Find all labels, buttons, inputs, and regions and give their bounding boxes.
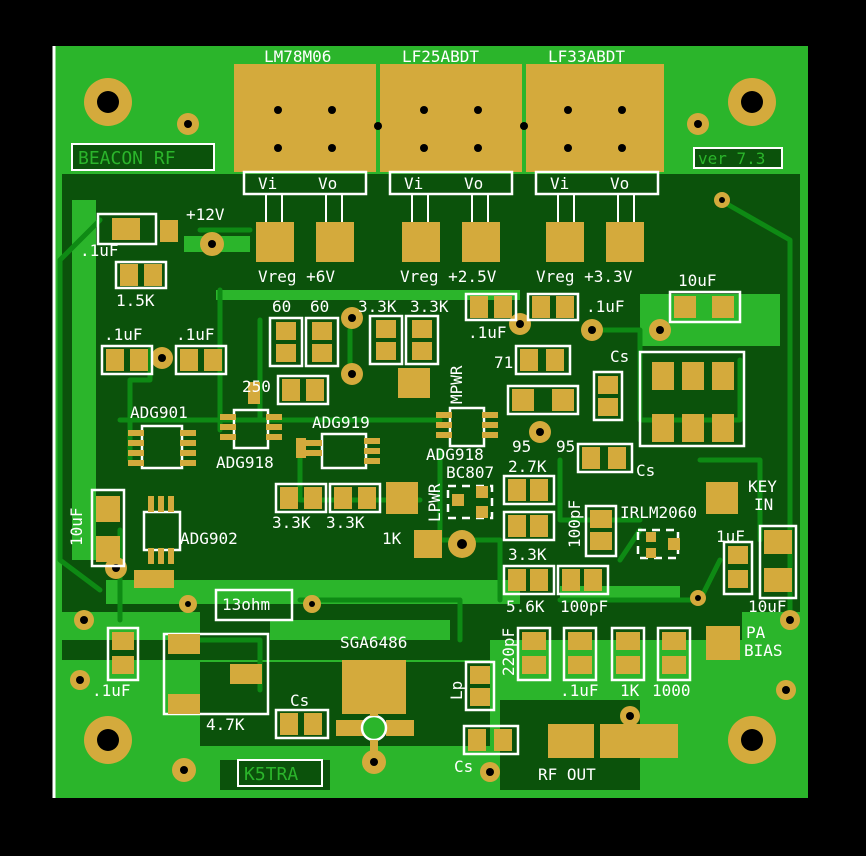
c-01uf-c-label: .1uF [586,297,625,316]
vreg1-label: Vreg +6V [258,267,335,286]
reg2-label: LF25ABDT [402,47,479,66]
r60a-label: 60 [272,297,291,316]
mpwr-label: MPWR [447,365,466,404]
cs-a-label: Cs [610,347,629,366]
key-label: KEY [748,477,777,496]
c-100pf-a-label: 100pF [565,500,584,548]
board-title: BEACON RF [78,148,176,169]
r33k-e-label: 3.3K [508,545,547,564]
c-01uf-a-label: .1uF [80,241,119,260]
c-1uf-label: 1uF [716,527,745,546]
vreg2-label: Vreg +2.5V [400,267,497,286]
r33k-a-label: 3.3K [358,297,397,316]
r33k-d-label: 3.3K [326,513,365,532]
cs-b-label: Cs [636,461,655,480]
c-100pf-b-label: 100pF [560,597,608,616]
reg3-label: LF33ABDT [548,47,625,66]
c-1000-label: 1000 [652,681,691,700]
adg919-label: ADG919 [312,413,370,432]
vi-2: Vi [404,174,423,193]
c-01uf-f-label: .1uF [560,681,599,700]
rf-out-label: RF OUT [538,765,596,784]
plus12v-label: +12V [186,205,225,224]
c-10uf-c-label: 10uF [748,597,787,616]
lp-label: Lp [447,681,466,700]
adg902-label: ADG902 [180,529,238,548]
r-15k-label: 1.5K [116,291,155,310]
c-01uf-g-label: .1uF [92,681,131,700]
r95b-label: 95 [556,437,575,456]
irlm-label: IRLM2060 [620,503,697,522]
r60b-label: 60 [310,297,329,316]
vreg3-label: Vreg +3.3V [536,267,633,286]
adg918-b-label: ADG918 [426,445,484,464]
r1k-a-label: 1K [382,529,402,548]
c-220pf-label: 220pF [499,628,518,676]
r27k-label: 2.7K [508,457,547,476]
bc807-label: BC807 [446,463,494,482]
adg901-label: ADG901 [130,403,188,422]
r71-label: 71 [494,353,513,372]
board-callsign: K5TRA [244,764,298,785]
sga-label: SGA6486 [340,633,407,652]
r47k-label: 4.7K [206,715,245,734]
cs-d-label: Cs [454,757,473,776]
vi-3: Vi [550,174,569,193]
lpwr-label: LPWR [425,483,444,522]
c-01uf-d-label: .1uF [104,325,143,344]
vi-1: Vi [258,174,277,193]
in-label: IN [754,495,773,514]
vo-2: Vo [464,174,483,193]
c-01uf-b-label: .1uF [468,323,507,342]
pa-label: PA [746,623,766,642]
r56k-label: 5.6K [506,597,545,616]
r1k-b-label: 1K [620,681,640,700]
vo-1: Vo [318,174,337,193]
c-10uf-b-label: 10uF [67,507,86,546]
r95a-label: 95 [512,437,531,456]
r33k-b-label: 3.3K [410,297,449,316]
c-10uf-a-label: 10uF [678,271,717,290]
reg1-label: LM78M06 [264,47,331,66]
board-version: ver 7.3 [698,149,765,168]
r13ohm-label: 13ohm [222,595,270,614]
c-01uf-e-label: .1uF [176,325,215,344]
vo-3: Vo [610,174,629,193]
bias-label: BIAS [744,641,783,660]
cs-c-label: Cs [290,691,309,710]
r250-label: 250 [242,377,271,396]
r33k-c-label: 3.3K [272,513,311,532]
adg918-a-label: ADG918 [216,453,274,472]
